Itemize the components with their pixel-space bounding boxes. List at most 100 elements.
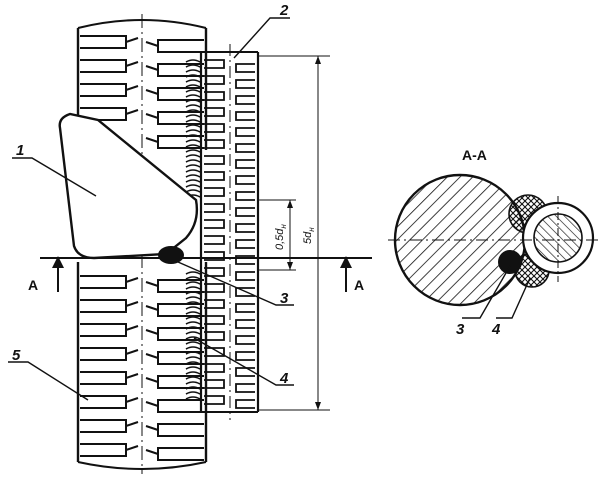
weld-ripple — [185, 326, 201, 330]
small-bar-rib — [204, 299, 225, 309]
weld-ripple — [185, 89, 201, 93]
weld-ripple — [185, 276, 201, 280]
callout-2: 2 — [279, 2, 289, 19]
leader-lines — [8, 17, 294, 401]
plate — [58, 112, 199, 260]
weld-ripple — [185, 381, 201, 385]
weld-ripple — [185, 154, 201, 158]
weld-ripple — [185, 396, 201, 400]
bar-rib — [157, 279, 204, 293]
bar-rib-slant — [145, 65, 159, 71]
weld-ripple — [185, 184, 201, 188]
bar-rib-slant — [145, 401, 159, 407]
bar-rib — [80, 419, 127, 433]
small-bar-rib — [204, 331, 225, 341]
weld-ripple — [185, 351, 201, 355]
weld-ripple — [185, 271, 201, 275]
bar-rib-slant — [125, 85, 139, 91]
small-bar-rib — [235, 399, 255, 409]
weld-ripple — [185, 311, 201, 315]
dimension-short: 0,5dн — [274, 224, 288, 250]
weld-ripple — [185, 99, 201, 103]
small-bar-rib — [235, 351, 255, 361]
weld-ripple — [185, 179, 201, 183]
bar-rib-slant — [145, 281, 159, 287]
small-bar-rib — [204, 251, 225, 261]
weld-ripple — [185, 114, 201, 118]
weld-ripple — [185, 306, 201, 310]
small-bar-rib — [204, 91, 225, 101]
section-marker-left: A — [28, 277, 38, 293]
weld-ripple — [185, 129, 201, 133]
bar-rib-slant — [145, 41, 159, 47]
small-bar-rib — [235, 63, 255, 73]
small-bar-rib — [204, 203, 225, 213]
weld-ripple — [185, 386, 201, 390]
weld-ripple — [185, 336, 201, 340]
weld-ripple — [185, 124, 201, 128]
small-bar-rib — [204, 379, 225, 389]
section-line — [40, 256, 372, 292]
bar-rib-slant — [125, 373, 139, 379]
weld-ripple — [185, 341, 201, 345]
weld-ripple — [185, 104, 201, 108]
bar-rib — [157, 447, 204, 461]
small-bar-rib — [235, 223, 255, 233]
bar-rib — [80, 347, 127, 361]
bar-rib-slant — [125, 277, 139, 283]
small-bar-rib — [235, 127, 255, 137]
section-marker-right: A — [354, 277, 364, 293]
small-bar-rib — [204, 139, 225, 149]
weld-ripple — [185, 64, 201, 68]
bar-rib-slant — [145, 425, 159, 431]
small-bar-rib — [204, 171, 225, 181]
weld-ripple — [185, 69, 201, 73]
large-ribbed-bar — [76, 14, 208, 474]
small-bar-rib — [204, 267, 225, 277]
callout-3: 3 — [280, 290, 289, 307]
bar-rib — [157, 87, 204, 101]
weld-ripple — [185, 164, 201, 168]
weld-ripple — [185, 134, 201, 138]
small-bar-rib — [235, 287, 255, 297]
bar-rib-slant — [125, 325, 139, 331]
small-bar-rib — [204, 363, 225, 373]
weld-ripple — [185, 79, 201, 83]
bar-rib — [80, 323, 127, 337]
section-leader-lines — [462, 265, 531, 319]
bar-rib-slant — [145, 377, 159, 383]
bar-rib — [157, 111, 204, 125]
section-callout-3: 3 — [456, 321, 465, 338]
bar-rib-slant — [145, 329, 159, 335]
bar-rib — [80, 83, 127, 97]
small-bar-rib — [235, 143, 255, 153]
weld-ripple — [185, 321, 201, 325]
weld-ripple — [185, 361, 201, 365]
weld-dot — [158, 246, 184, 264]
small-bar-rib — [204, 107, 225, 117]
dimension-lines — [258, 55, 330, 411]
weld-ripple — [185, 174, 201, 178]
small-bar-rib — [204, 59, 225, 69]
bar-rib-slant — [145, 449, 159, 455]
small-bar-rib — [235, 111, 255, 121]
small-bar-rib — [204, 75, 225, 85]
bar-rib-slant — [145, 353, 159, 359]
small-bar-rib — [204, 347, 225, 357]
section-title: A-A — [462, 147, 487, 163]
small-bar-rib — [235, 239, 255, 249]
bar-rib — [80, 35, 127, 49]
small-bar-rib — [204, 315, 225, 325]
small-ribbed-bar — [199, 44, 260, 420]
weld-ripple — [185, 149, 201, 153]
bar-rib-slant — [145, 305, 159, 311]
small-bar-rib — [235, 255, 255, 265]
weld-ripple — [185, 291, 201, 295]
weld-ripple — [185, 84, 201, 88]
weld-ripple — [185, 366, 201, 370]
bar-rib-slant — [125, 109, 139, 115]
small-bar-rib — [235, 159, 255, 169]
small-bar-rib — [235, 271, 255, 281]
small-bar-rib — [235, 79, 255, 89]
section-view — [388, 173, 600, 307]
